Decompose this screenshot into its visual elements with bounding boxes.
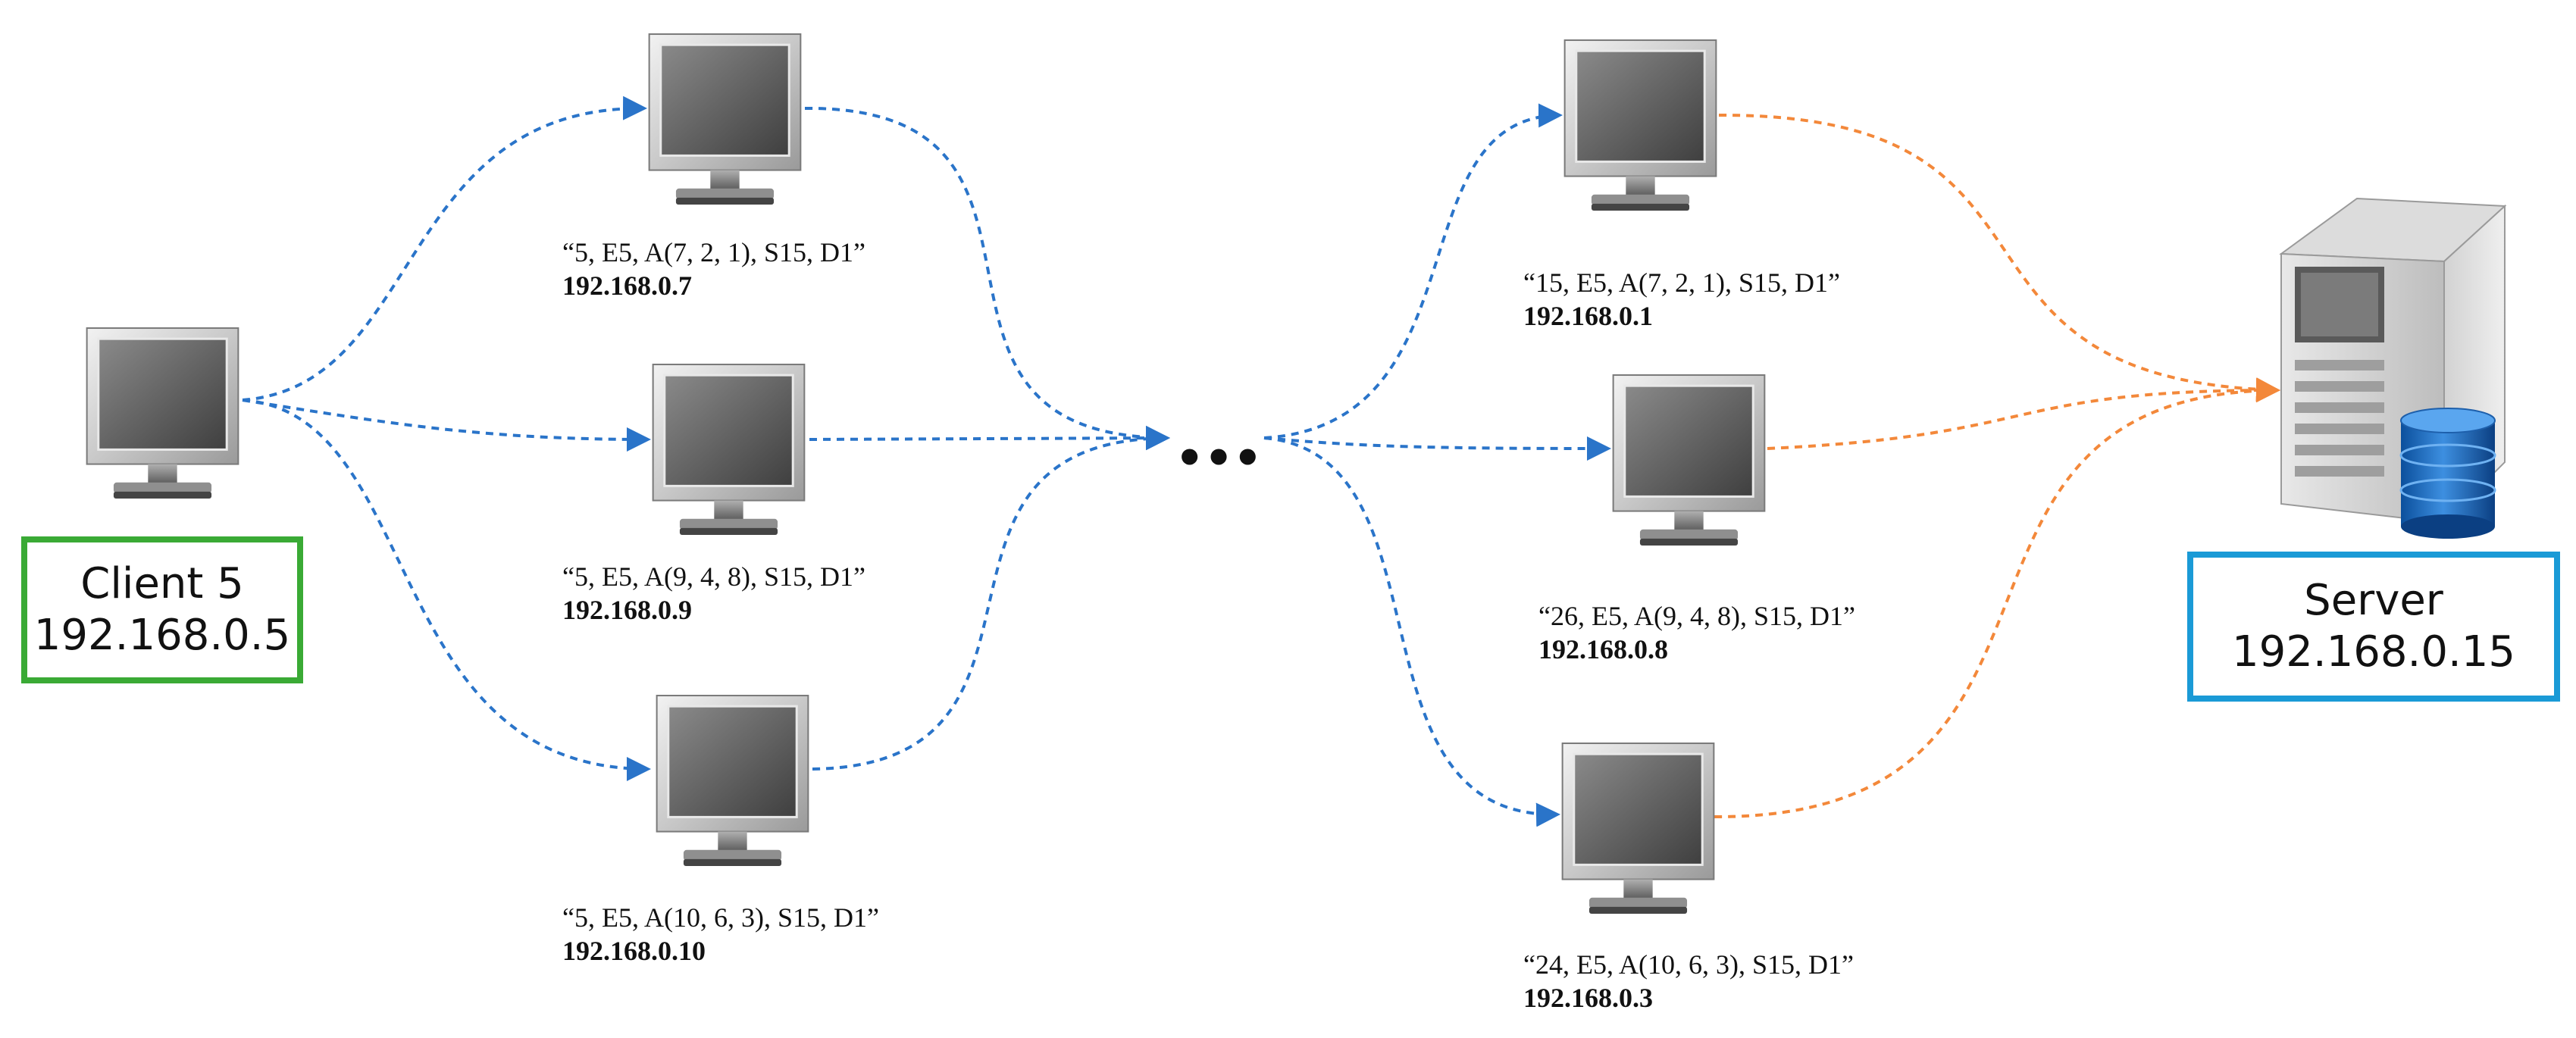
hop1-top-computer-icon <box>648 33 802 206</box>
client-label-box: Client 5 192.168.0.5 <box>21 536 303 683</box>
message-payload: “5, E5, A(10, 6, 3), S15, D1” <box>562 902 879 933</box>
message-payload: “5, E5, A(9, 4, 8), S15, D1” <box>562 561 865 592</box>
hopN-bottom-computer-icon <box>1561 742 1715 915</box>
link-hop1-bottom-to-ellipsis <box>812 426 1170 771</box>
link-ellipsis-to-hopN-top <box>1263 103 1563 439</box>
client-computer-icon <box>86 327 239 500</box>
link-hopN-bottom-to-server <box>1714 378 2280 819</box>
link-ellipsis-to-hopN-bottom <box>1263 436 1560 827</box>
link-hop1-top-to-ellipsis <box>804 106 1170 450</box>
server-name: Server <box>2304 575 2443 625</box>
message-payload: “15, E5, A(7, 2, 1), S15, D1” <box>1523 267 1840 298</box>
node-ip: 192.168.0.9 <box>562 594 692 625</box>
hopN-mid-label: “26, E5, A(9, 4, 8), S15, D1” 192.168.0.… <box>1538 600 1855 667</box>
node-ip: 192.168.0.10 <box>562 935 706 966</box>
link-hopN-top-to-server <box>1718 113 2280 402</box>
database-icon <box>2399 408 2496 539</box>
ellipsis-text: ••• <box>1175 432 1262 485</box>
link-ellipsis-to-hopN-mid <box>1263 436 1611 461</box>
hopN-top-label: “15, E5, A(7, 2, 1), S15, D1” 192.168.0.… <box>1523 267 1840 333</box>
node-ip: 192.168.0.1 <box>1523 300 1653 331</box>
link-hop1-mid-to-ellipsis <box>809 426 1170 451</box>
hop1-bottom-computer-icon <box>656 694 809 868</box>
hop1-mid-label: “5, E5, A(9, 4, 8), S15, D1” 192.168.0.9 <box>562 561 865 627</box>
client-ip: 192.168.0.5 <box>33 611 291 660</box>
link-client-to-hop1-mid <box>242 399 651 452</box>
node-ip: 192.168.0.3 <box>1523 982 1653 1013</box>
node-ip: 192.168.0.8 <box>1538 633 1668 664</box>
link-client-to-hop1-top <box>242 95 647 402</box>
message-payload: “5, E5, A(7, 2, 1), S15, D1” <box>562 237 865 267</box>
message-payload: “26, E5, A(9, 4, 8), S15, D1” <box>1538 601 1855 631</box>
hopN-top-computer-icon <box>1563 39 1717 212</box>
link-hopN-mid-to-server <box>1767 378 2280 450</box>
node-ip: 192.168.0.7 <box>562 270 692 301</box>
message-payload: “24, E5, A(10, 6, 3), S15, D1” <box>1523 949 1854 980</box>
link-client-to-hop1-bottom <box>242 399 651 781</box>
hop1-bottom-label: “5, E5, A(10, 6, 3), S15, D1” 192.168.0.… <box>562 902 879 968</box>
hop1-top-label: “5, E5, A(7, 2, 1), S15, D1” 192.168.0.7 <box>562 236 865 303</box>
server-label-box: Server 192.168.0.15 <box>2187 552 2560 702</box>
hopN-mid-computer-icon <box>1612 374 1766 547</box>
hop1-mid-computer-icon <box>652 363 806 536</box>
server-ip: 192.168.0.15 <box>2231 627 2516 677</box>
hopN-bottom-label: “24, E5, A(10, 6, 3), S15, D1” 192.168.0… <box>1523 949 1854 1015</box>
server-tower-icon <box>2279 197 2507 525</box>
client-name: Client 5 <box>80 558 244 608</box>
